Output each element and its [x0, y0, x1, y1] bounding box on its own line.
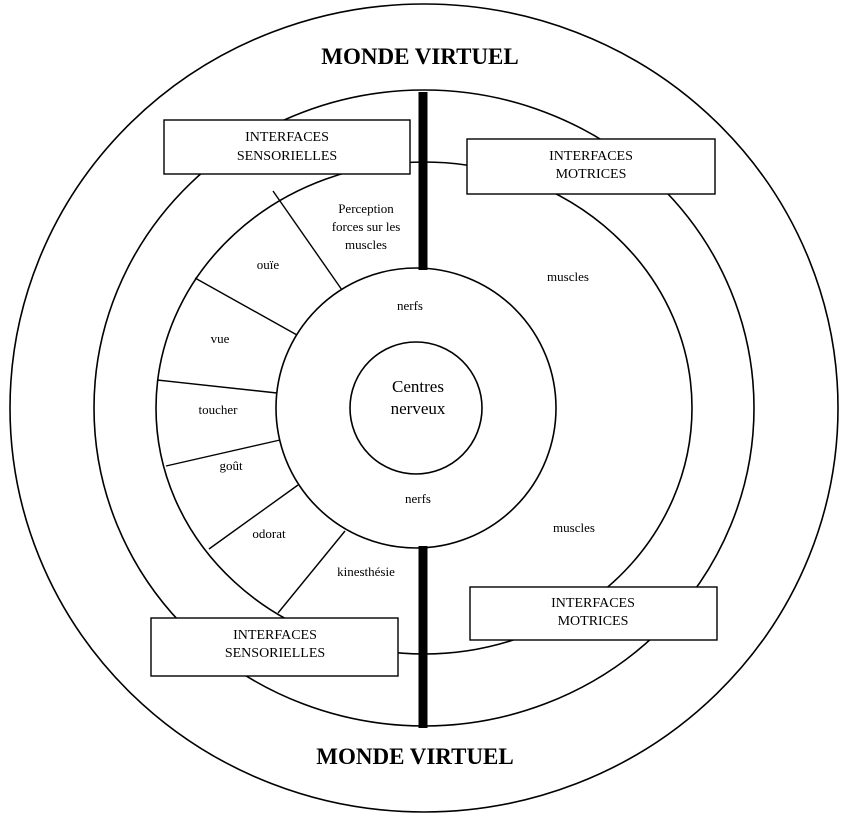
- sector-divider: [208, 484, 299, 550]
- title-top: MONDE VIRTUEL: [321, 44, 519, 69]
- sector-toucher: toucher: [199, 402, 239, 417]
- box-line: SENSORIELLES: [225, 646, 325, 661]
- muscles-label-bottom: muscles: [553, 520, 595, 535]
- nerve-ring: [275, 267, 557, 549]
- sector-divider: [165, 439, 281, 467]
- box-line: MOTRICES: [556, 167, 627, 182]
- sector-divider: [277, 530, 346, 614]
- sector-divider: [156, 379, 278, 394]
- core-line: nerveux: [391, 399, 446, 418]
- muscles-label-top: muscles: [547, 269, 589, 284]
- sector-perception: Perception forces sur les muscles: [332, 201, 401, 252]
- nervous-centers: Centres nerveux: [391, 377, 446, 418]
- sector-ouie: ouïe: [257, 257, 280, 272]
- box-line: MOTRICES: [558, 614, 629, 629]
- motor-interface-box-top: INTERFACES MOTRICES: [466, 138, 716, 195]
- motor-interface-box-bottom: INTERFACES MOTRICES: [469, 586, 718, 641]
- core-circle: [349, 341, 483, 475]
- title-bottom: MONDE VIRTUEL: [316, 744, 514, 769]
- outer-world-ring: [9, 3, 839, 813]
- sensory-interface-box-top: INTERFACES SENSORIELLES: [163, 119, 411, 175]
- sector-label: Perception: [338, 201, 394, 216]
- sensory-interface-box-bottom: INTERFACES SENSORIELLES: [150, 617, 399, 677]
- sector-kinesthesie: kinesthésie: [337, 564, 395, 579]
- sector-label: muscles: [345, 237, 387, 252]
- sector-vue: vue: [211, 331, 230, 346]
- box-line: INTERFACES: [551, 596, 635, 611]
- sector-label: forces sur les: [332, 219, 401, 234]
- nerves-label-bottom: nerfs: [405, 491, 431, 506]
- box-line: INTERFACES: [233, 628, 317, 643]
- nerves-label-top: nerfs: [397, 298, 423, 313]
- box-line: INTERFACES: [549, 149, 633, 164]
- box-line: SENSORIELLES: [237, 149, 337, 164]
- sector-gout: goût: [219, 458, 243, 473]
- box-line: INTERFACES: [245, 130, 329, 145]
- sector-odorat: odorat: [252, 526, 286, 541]
- core-line: Centres: [392, 377, 444, 396]
- sector-divider: [272, 190, 343, 291]
- sector-divider: [194, 277, 298, 336]
